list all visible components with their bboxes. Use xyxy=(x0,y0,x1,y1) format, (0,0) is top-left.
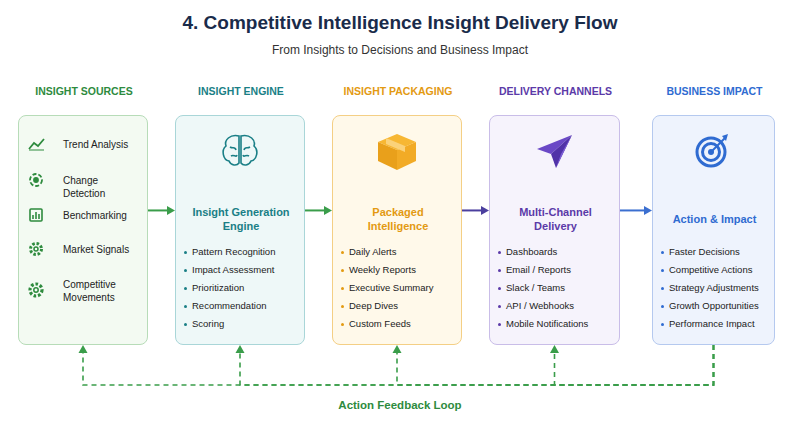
stage-box: BUSINESS IMPACTAction & ImpactFaster Dec… xyxy=(652,115,775,345)
connector xyxy=(462,206,489,215)
source-item: Change Detection xyxy=(63,174,143,200)
bullet-item: Executive Summary xyxy=(349,282,433,294)
stage-box: INSIGHT SOURCESTrend AnalysisChange Dete… xyxy=(18,115,148,345)
bullet-dot xyxy=(661,287,664,290)
feedback-line xyxy=(83,345,714,385)
stage-box: DELIVERY CHANNELSMulti-Channel DeliveryD… xyxy=(489,115,620,345)
connector xyxy=(148,206,175,215)
bullet-dot xyxy=(498,269,501,272)
bullet-item: Daily Alerts xyxy=(349,246,397,258)
arrow-head xyxy=(324,206,332,215)
bullet-item: Deep Dives xyxy=(349,300,398,312)
bullet-item: Email / Reports xyxy=(506,264,571,276)
bullet-dot xyxy=(661,305,664,308)
source-item: Competitive Movements xyxy=(63,278,143,304)
bullet-dot xyxy=(341,269,344,272)
stage-box: INSIGHT PACKAGINGPackaged IntelligenceDa… xyxy=(332,115,462,345)
source-item: Market Signals xyxy=(63,243,143,256)
bullet-item: API / Webhooks xyxy=(506,300,574,312)
bullet-dot xyxy=(498,287,501,290)
bullet-item: Dashboards xyxy=(506,246,557,258)
box-title: Multi-Channel Delivery xyxy=(500,202,611,236)
arrow-head xyxy=(481,206,489,215)
subtitle: From Insights to Decisions and Business … xyxy=(0,43,800,57)
stage-heading: INSIGHT SOURCES xyxy=(5,85,163,97)
diagram-title: 4. Competitive Intelligence Insight Deli… xyxy=(0,12,800,34)
bullet-dot xyxy=(661,323,664,326)
bullet-item: Custom Feeds xyxy=(349,318,411,330)
bullet-item: Slack / Teams xyxy=(506,282,565,294)
box-title: Insight Generation Engine xyxy=(186,202,296,236)
bullet-dot xyxy=(184,323,187,326)
bullet-dot xyxy=(184,305,187,308)
bullet-dot xyxy=(341,287,344,290)
bullet-item: Weekly Reports xyxy=(349,264,416,276)
feedback-line xyxy=(397,345,714,385)
stage-heading: INSIGHT ENGINE xyxy=(162,85,320,97)
stage-heading: DELIVERY CHANNELS xyxy=(476,85,635,97)
bullet-item: Mobile Notifications xyxy=(506,318,588,330)
arrow-head xyxy=(236,345,245,353)
bullet-item: Pattern Recognition xyxy=(192,246,275,258)
bullet-dot xyxy=(184,269,187,272)
bullet-dot xyxy=(341,305,344,308)
flow-arrow xyxy=(620,209,646,211)
source-item: Benchmarking xyxy=(63,209,143,222)
source-item: Trend Analysis xyxy=(63,138,143,151)
bullet-item: Strategy Adjustments xyxy=(669,282,759,294)
bullet-item: Performance Impact xyxy=(669,318,755,330)
bullet-dot xyxy=(341,323,344,326)
feedback-line xyxy=(240,345,714,385)
stage-box: INSIGHT ENGINEInsight Generation EngineP… xyxy=(175,115,305,345)
stage-heading: INSIGHT PACKAGING xyxy=(319,85,477,97)
edge-label: Action Feedback Loop xyxy=(200,399,600,411)
bullet-dot xyxy=(661,269,664,272)
arrow-head xyxy=(550,345,559,353)
bullet-item: Competitive Actions xyxy=(669,264,752,276)
bullet-dot xyxy=(184,287,187,290)
bullet-item: Impact Assessment xyxy=(192,264,274,276)
bullet-dot xyxy=(498,305,501,308)
connector xyxy=(620,206,652,215)
arrow-head xyxy=(644,206,652,215)
connector xyxy=(305,206,332,215)
arrow-head xyxy=(167,206,175,215)
connector xyxy=(236,345,714,385)
box-title: Packaged Intelligence xyxy=(343,202,453,236)
arrow-head xyxy=(393,345,402,353)
connector xyxy=(393,345,714,385)
bullet-item: Growth Opportunities xyxy=(669,300,759,312)
bullet-item: Scoring xyxy=(192,318,224,330)
flow-arrow xyxy=(148,209,169,211)
bullet-item: Faster Decisions xyxy=(669,246,740,258)
bullet-item: Prioritization xyxy=(192,282,244,294)
box-title: Action & Impact xyxy=(663,202,766,236)
bullet-dot xyxy=(341,251,344,254)
stage-heading: BUSINESS IMPACT xyxy=(639,85,790,97)
bullet-dot xyxy=(498,323,501,326)
feedback-line xyxy=(555,345,714,385)
bullet-item: Recommendation xyxy=(192,300,266,312)
arrow-head xyxy=(79,345,88,353)
connector xyxy=(550,345,714,385)
flow-arrow xyxy=(462,209,483,211)
flow-arrow xyxy=(305,209,326,211)
bullet-dot xyxy=(661,251,664,254)
bullet-dot xyxy=(184,251,187,254)
connector xyxy=(79,345,714,385)
bullet-dot xyxy=(498,251,501,254)
